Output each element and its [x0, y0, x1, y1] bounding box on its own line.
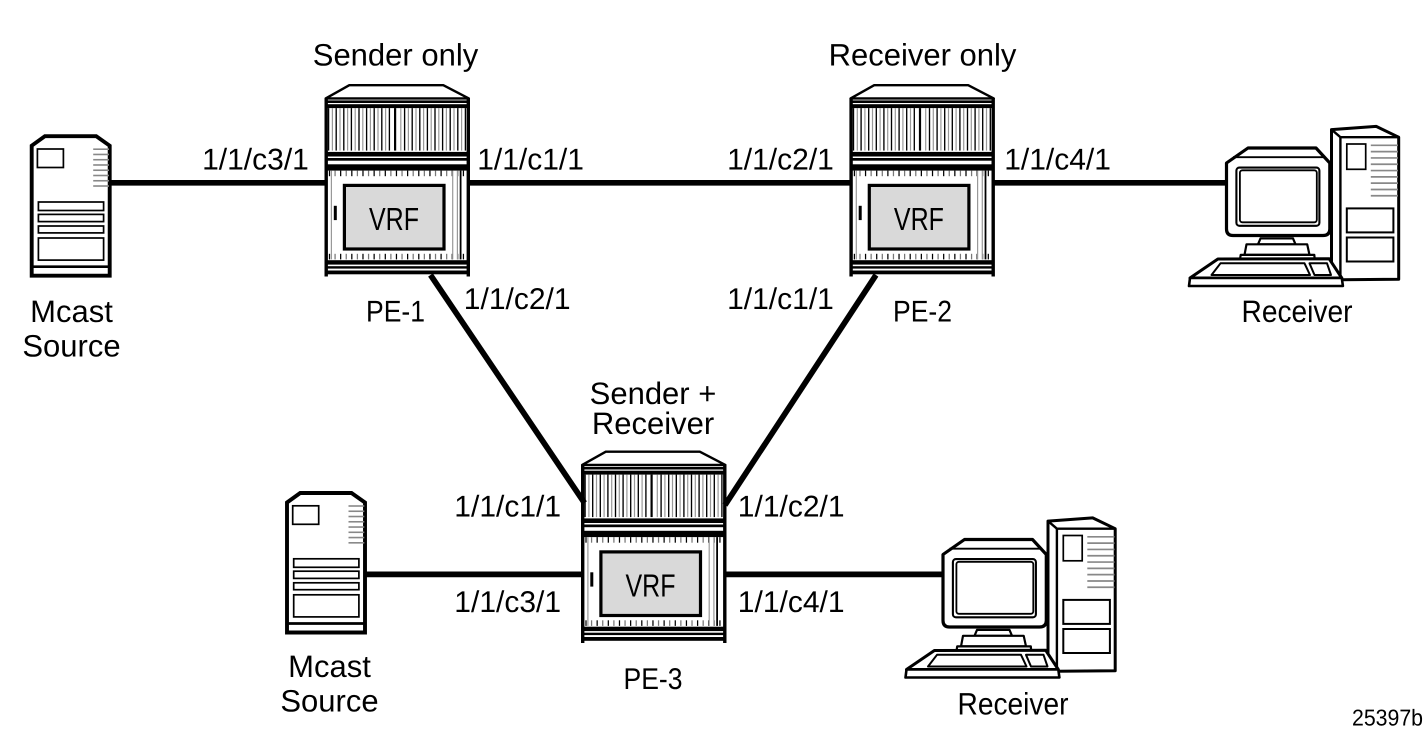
svg-text:1/1/c4/1: 1/1/c4/1 — [1004, 143, 1111, 176]
svg-text:Receiver only: Receiver only — [829, 38, 1017, 73]
svg-text:Receiver: Receiver — [1242, 294, 1353, 329]
svg-text:1/1/c1/1: 1/1/c1/1 — [477, 143, 584, 176]
svg-text:PE-1: PE-1 — [366, 295, 425, 328]
svg-text:PE-3: PE-3 — [624, 663, 683, 696]
svg-text:Source: Source — [280, 684, 378, 719]
svg-text:Sender only: Sender only — [313, 38, 479, 73]
svg-text:Mcast: Mcast — [288, 649, 371, 684]
svg-text:1/1/c2/1: 1/1/c2/1 — [727, 143, 834, 176]
svg-text:1/1/c4/1: 1/1/c4/1 — [738, 586, 845, 619]
svg-text:1/1/c3/1: 1/1/c3/1 — [454, 586, 561, 619]
svg-text:1/1/c2/1: 1/1/c2/1 — [464, 283, 571, 316]
svg-text:1/1/c1/1: 1/1/c1/1 — [727, 283, 834, 316]
svg-text:PE-2: PE-2 — [893, 295, 952, 328]
svg-text:Receiver: Receiver — [592, 406, 714, 441]
svg-text:25397b: 25397b — [1352, 705, 1423, 731]
svg-text:Sender +: Sender + — [590, 376, 717, 411]
svg-text:1/1/c3/1: 1/1/c3/1 — [202, 143, 309, 176]
svg-text:Mcast: Mcast — [30, 294, 113, 329]
svg-text:1/1/c1/1: 1/1/c1/1 — [454, 490, 561, 523]
svg-text:Receiver: Receiver — [958, 687, 1069, 722]
svg-text:1/1/c2/1: 1/1/c2/1 — [738, 490, 845, 523]
svg-text:Source: Source — [22, 329, 120, 364]
